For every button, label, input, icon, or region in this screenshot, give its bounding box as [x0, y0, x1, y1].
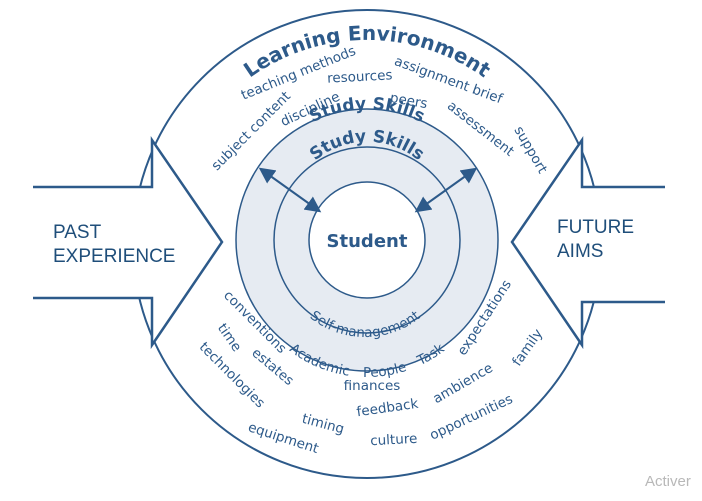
word: peers: [389, 90, 429, 112]
future-label-1: FUTURE: [557, 217, 634, 238]
past-label-1: PAST: [53, 222, 102, 243]
past-experience-arrow: [33, 140, 222, 345]
word: culture: [370, 431, 418, 449]
word: finances: [344, 378, 401, 394]
student-circle: [308, 181, 426, 299]
future-label-2: AIMS: [557, 241, 603, 262]
word: resources: [327, 67, 393, 86]
future-aims-arrow: [512, 140, 665, 345]
double-arrow-left: [258, 167, 322, 213]
double-arrow-right: [414, 167, 478, 213]
student-label: Student: [327, 231, 408, 252]
activation-watermark: Activer: [645, 473, 691, 490]
past-label-2: EXPERIENCE: [53, 246, 175, 267]
